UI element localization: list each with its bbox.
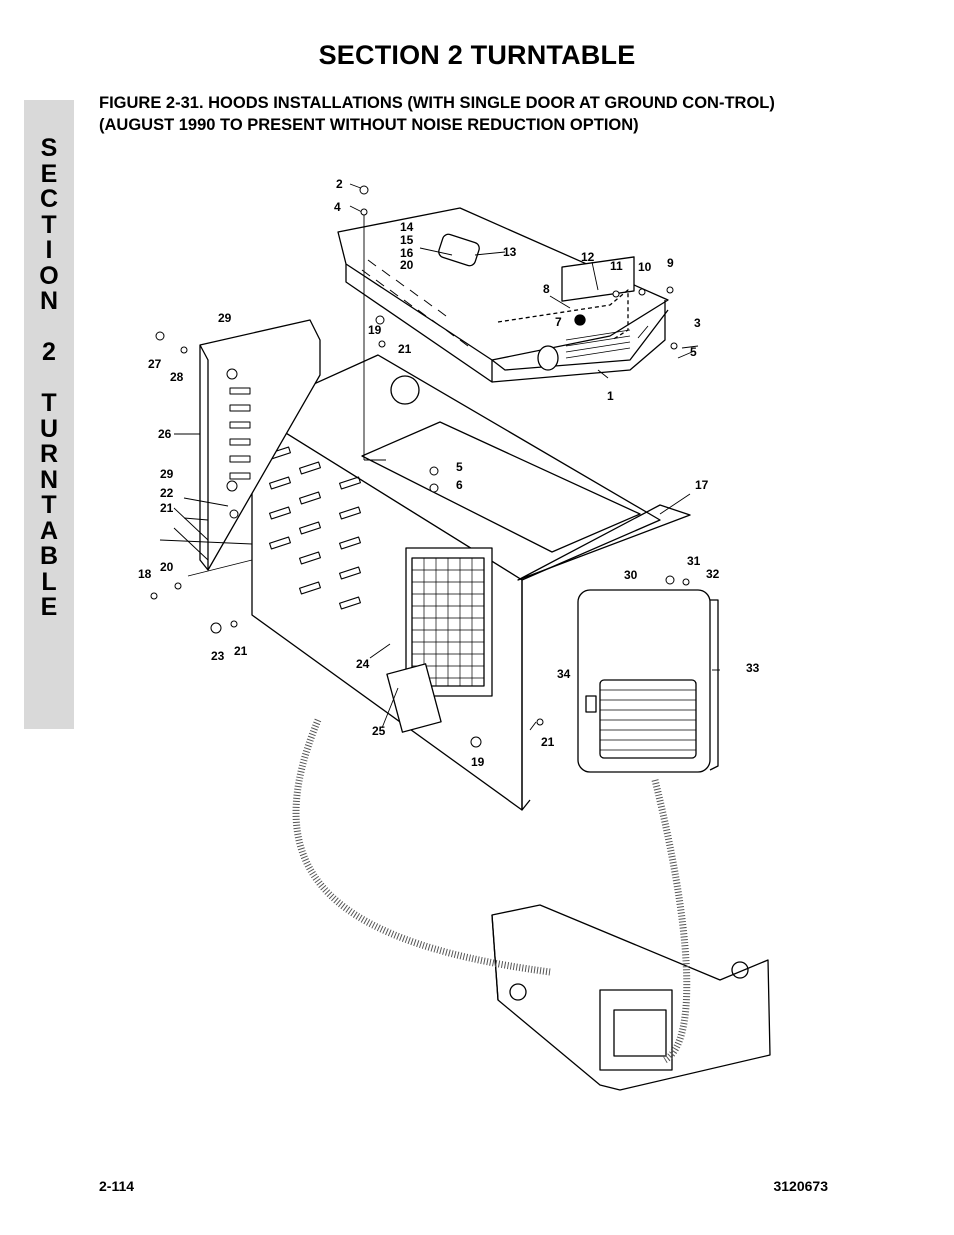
callout-8: 8 bbox=[543, 282, 550, 296]
callout-1: 1 bbox=[607, 389, 614, 403]
figure-title: FIGURE 2-31. HOODS INSTALLATIONS (WITH S… bbox=[99, 94, 775, 134]
callout-14: 14 bbox=[400, 220, 414, 234]
callout-15: 15 bbox=[400, 233, 414, 247]
side-tab-letter: L bbox=[41, 567, 57, 596]
document-number: 3120673 bbox=[773, 1178, 828, 1194]
callout-6: 6 bbox=[456, 478, 463, 492]
callout-3: 3 bbox=[694, 316, 701, 330]
callout-4: 4 bbox=[334, 200, 341, 214]
side-tab-letter: E bbox=[40, 593, 58, 621]
side-panel bbox=[199, 319, 321, 571]
callout-30: 30 bbox=[624, 568, 638, 582]
callout-31: 31 bbox=[687, 554, 701, 568]
callout-29a: 29 bbox=[218, 311, 232, 325]
callout-19a: 19 bbox=[368, 323, 382, 337]
side-tab-letter: B bbox=[39, 542, 59, 570]
callout-23: 23 bbox=[211, 649, 225, 663]
side-tab-letter: I bbox=[45, 236, 53, 264]
callout-9: 9 bbox=[667, 256, 674, 270]
side-tab-letter: N bbox=[39, 465, 59, 494]
callout-21b: 21 bbox=[160, 501, 174, 515]
callout-25: 25 bbox=[372, 724, 386, 738]
callout-21d: 21 bbox=[541, 735, 555, 749]
side-tab-letter: T bbox=[41, 210, 57, 239]
callout-7: 7 bbox=[555, 315, 562, 329]
page-number: 2-114 bbox=[99, 1178, 135, 1194]
callout-16: 16 bbox=[400, 246, 414, 260]
side-tab-letter: E bbox=[40, 159, 58, 188]
side-tab-letter: U bbox=[39, 414, 59, 443]
door-panel bbox=[577, 589, 719, 773]
callout-18: 18 bbox=[138, 567, 152, 581]
side-tab-letter: S bbox=[40, 134, 58, 162]
side-tab-letter: R bbox=[39, 440, 59, 468]
callout-29b: 29 bbox=[160, 467, 174, 481]
callout-26: 26 bbox=[158, 427, 172, 441]
section-header: SECTION 2 TURNTABLE bbox=[318, 40, 636, 70]
callout-13: 13 bbox=[503, 245, 517, 259]
callout-33: 33 bbox=[746, 661, 760, 675]
side-tab-letter: T bbox=[41, 491, 57, 519]
callout-10: 10 bbox=[638, 260, 652, 274]
side-tab-letter: 2 bbox=[42, 338, 56, 366]
callout-12: 12 bbox=[581, 250, 595, 264]
callout-20a: 20 bbox=[400, 258, 414, 272]
callout-34: 34 bbox=[557, 667, 571, 681]
callout-22: 22 bbox=[160, 486, 174, 500]
main-hood bbox=[251, 354, 691, 811]
side-tab-letter: A bbox=[39, 516, 59, 545]
side-tab-letter: T bbox=[41, 389, 57, 417]
callout-17: 17 bbox=[695, 478, 709, 492]
side-tab-letter: C bbox=[39, 185, 59, 213]
callout-2: 2 bbox=[336, 177, 343, 191]
parts-diagram: 1 2 3 4 5 5 6 7 8 9 10 11 12 13 14 15 16… bbox=[138, 177, 771, 1091]
callout-24: 24 bbox=[356, 657, 370, 671]
callout-20b: 20 bbox=[160, 560, 174, 574]
callout-5a: 5 bbox=[690, 345, 697, 359]
callout-21c: 21 bbox=[234, 644, 248, 658]
callout-5b: 5 bbox=[456, 460, 463, 474]
turntable-base bbox=[491, 904, 771, 1091]
callout-32: 32 bbox=[706, 567, 720, 581]
side-tab-letter: O bbox=[39, 261, 59, 290]
callout-28: 28 bbox=[170, 370, 184, 384]
top-hood bbox=[337, 207, 669, 383]
callout-19b: 19 bbox=[471, 755, 485, 769]
section-side-tab bbox=[24, 100, 74, 729]
callout-21a: 21 bbox=[398, 342, 412, 356]
side-tab-letter: N bbox=[39, 287, 59, 315]
callout-11: 11 bbox=[610, 259, 623, 273]
callout-27: 27 bbox=[148, 357, 162, 371]
